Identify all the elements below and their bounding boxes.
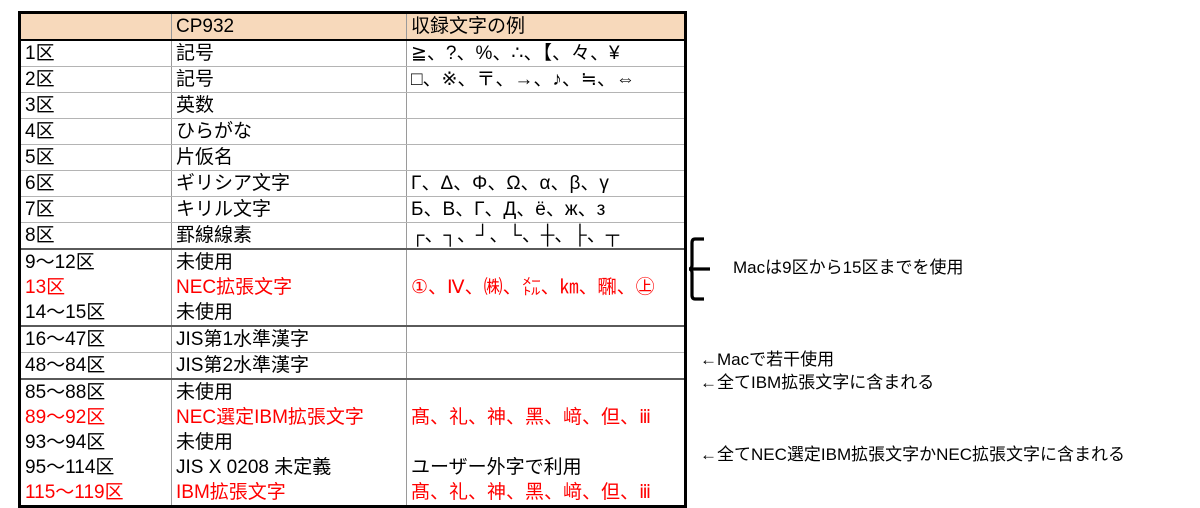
cell-name: 罫線線素 [171,222,407,250]
cell-name: ひらがな [171,118,407,145]
cell-name: 英数 [171,92,407,119]
cell-examples: Γ、Δ、Φ、Ω、α、β、γ [406,170,687,197]
cell-examples-group: ①、Ⅳ、㈱、㍍、㎞、㍼、㊤ [406,248,687,327]
diagram-canvas: CP932 収録文字の例 1区記号≧、?、%、∴、【、々、¥2区記号□、※、〒、… [18,11,1126,508]
group-line-examples [411,381,680,405]
header-cell-ku [18,11,172,41]
table-header-row: CP932 収録文字の例 [18,11,687,41]
cell-ku: 2区 [18,66,172,93]
cell-ku: 3区 [18,92,172,119]
table-row: 3区英数 [18,92,687,119]
annotation-all-nec: ←全てNEC選定IBM拡張文字かNEC拡張文字に含まれる [700,445,1126,464]
cell-ku: 1区 [18,39,172,67]
group-line-ku: 9〜12区 [25,252,95,273]
cell-name: JIS第2水準漢字 [171,352,407,380]
cell-name: ギリシア文字 [171,170,407,197]
cell-examples: □、※、〒、→、♪、≒、⇔ [406,66,687,93]
cell-examples-group: 髙、礼、神、黑、﨑、但、ⅲ ユーザー外字で利用髙、礼、神、黑、﨑、但、ⅲ [406,378,687,508]
group-line-ku: 85〜88区 [25,382,106,403]
cell-ku: 4区 [18,118,172,145]
cell-ku: 16〜47区 [18,325,172,353]
group-line-ku: 14〜15区 [25,302,106,323]
cell-examples [406,92,687,119]
table-row: 1区記号≧、?、%、∴、【、々、¥ [18,39,687,67]
cell-examples: ┌、┐、┘、└、┼、├、┬ [406,222,687,250]
group-line-ku: 115〜119区 [25,482,124,503]
cell-name: JIS第1水準漢字 [171,325,407,353]
cell-name: 記号 [171,39,407,67]
cell-examples [406,144,687,171]
table-row: 5区片仮名 [18,144,687,171]
cell-examples: Б、В、Г、Д、ё、ж、з [406,196,687,223]
cell-examples [406,352,687,380]
group-line-name: 未使用 [176,432,234,453]
header-cell-cp932: CP932 [171,11,407,41]
group-line-name: NEC拡張文字 [176,277,293,298]
cp932-kuten-table: CP932 収録文字の例 1区記号≧、?、%、∴、【、々、¥2区記号□、※、〒、… [18,11,687,508]
cell-name-group: 未使用 NEC拡張文字未使用 [171,248,407,327]
table-row-group-mac: 9〜12区 13区 14〜15区 未使用 NEC拡張文字未使用 ①、Ⅳ、㈱、㍍、㎞、㍼、… [18,248,687,327]
cell-ku: 6区 [18,170,172,197]
group-line-name: 未使用 [176,382,234,403]
group-line-ku: 93〜94区 [25,432,106,453]
cell-ku-group: 9〜12区 13区 14〜15区 [18,248,172,327]
cell-examples: ≧、?、%、∴、【、々、¥ [406,39,687,67]
brace-group-9-15 [684,236,730,307]
cell-ku-group: 85〜88区 89〜92区 93〜94区 95〜114区 115〜119区 [18,378,172,508]
cell-name: キリル文字 [171,196,407,223]
group-line-spacer [411,300,680,325]
group-line-name: NEC選定IBM拡張文字 [176,407,364,428]
group-line-name: 未使用 [176,252,234,273]
group-line-name: 未使用 [176,302,234,323]
cell-ku: 7区 [18,196,172,223]
group-line-examples: ユーザー外字で利用 [411,457,582,478]
cell-name-group: 未使用 NEC選定IBM拡張文字未使用 JIS X 0208 未定義 IBM拡張文字 [171,378,407,508]
group-line-spacer [411,251,680,275]
cell-name: 記号 [171,66,407,93]
group-line-name: IBM拡張文字 [176,482,286,503]
group-line-ku: 13区 [25,277,66,298]
annotation-all-ibm: ←全てIBM拡張文字に含まれる [700,373,935,392]
group-line-name: JIS X 0208 未定義 [176,457,332,478]
annotation-mac-slight: ←Macで若干使用 [700,350,835,369]
header-cell-examples: 収録文字の例 [406,11,687,41]
cell-ku: 5区 [18,144,172,171]
group-line-examples: 髙、礼、神、黑、﨑、但、ⅲ [411,482,652,503]
cell-examples [406,118,687,145]
table-row-group-bottom: 85〜88区 89〜92区 93〜94区 95〜114区 115〜119区 未使用 NEC選… [18,378,687,508]
table-row: 4区ひらがな [18,118,687,145]
group-line-examples: ①、Ⅳ、㈱、㍍、㎞、㍼、㊤ [411,277,655,298]
cell-name: 片仮名 [171,144,407,171]
cell-examples [406,325,687,353]
group-line-examples [411,430,680,455]
cell-ku: 48〜84区 [18,352,172,380]
group-line-ku: 95〜114区 [25,457,115,478]
table-row: 8区罫線線素┌、┐、┘、└、┼、├、┬ [18,222,687,250]
table-row: 2区記号□、※、〒、→、♪、≒、⇔ [18,66,687,93]
group-line-ku: 89〜92区 [25,407,106,428]
annotation-mac-range: Macは9区から15区までを使用 [733,258,964,277]
cell-ku: 8区 [18,222,172,250]
group-line-examples: 髙、礼、神、黑、﨑、但、ⅲ [411,407,652,428]
